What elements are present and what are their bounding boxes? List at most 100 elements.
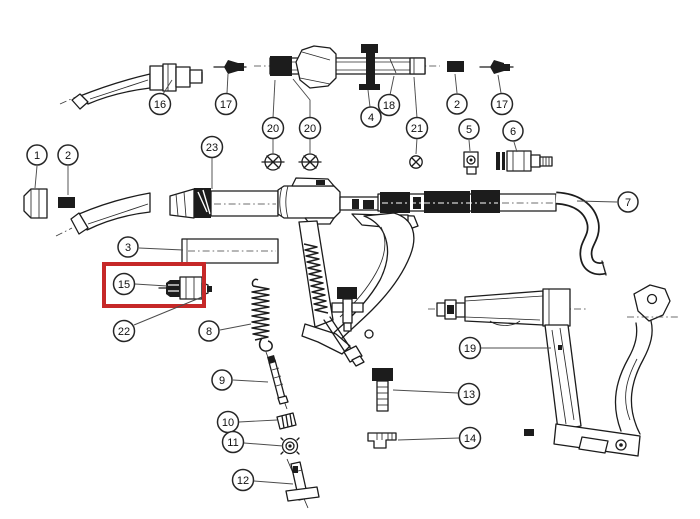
callout-number: 4 xyxy=(368,112,374,124)
callout-number: 11 xyxy=(227,437,238,449)
callout-circle[interactable] xyxy=(112,272,136,296)
callout-circle[interactable] xyxy=(221,430,245,454)
callout-circle[interactable] xyxy=(617,191,639,213)
callout-circle[interactable] xyxy=(214,92,238,116)
leader-line-11 xyxy=(243,442,284,447)
callout-17[interactable]: 17 xyxy=(490,92,514,116)
callout-circle[interactable] xyxy=(112,319,136,343)
callout-number: 18 xyxy=(383,100,395,112)
leader-line-9 xyxy=(232,379,269,383)
callout-number: 6 xyxy=(510,126,516,138)
part-brake-pad-left xyxy=(58,197,75,208)
callout-circle[interactable] xyxy=(490,92,514,116)
leader-line-18 xyxy=(389,75,395,96)
callout-number: 22 xyxy=(118,326,130,338)
leader-line-10 xyxy=(238,419,278,423)
callout-circle[interactable] xyxy=(457,382,481,406)
part-set-screw-left xyxy=(213,60,247,74)
callout-1[interactable]: 1 xyxy=(26,144,48,166)
callout-number: 13 xyxy=(463,389,475,401)
leader-line-21 xyxy=(415,137,418,155)
leader-line-7 xyxy=(576,200,618,203)
callout-circle[interactable] xyxy=(377,93,401,117)
callout-number: 7 xyxy=(625,197,631,209)
callout-circle[interactable] xyxy=(198,320,220,342)
part-tension-spring xyxy=(251,278,273,352)
callout-15[interactable]: 15 xyxy=(112,272,136,296)
callout-11[interactable]: 11 xyxy=(221,430,245,454)
callout-20[interactable]: 20 xyxy=(298,116,322,140)
callout-number: 5 xyxy=(466,124,472,136)
callout-22[interactable]: 22 xyxy=(112,319,136,343)
callout-2[interactable]: 2 xyxy=(446,93,468,115)
callout-circle[interactable] xyxy=(211,369,233,391)
callout-number: 3 xyxy=(125,242,131,254)
callout-circle[interactable] xyxy=(360,106,382,128)
callout-23[interactable]: 23 xyxy=(200,135,224,159)
callout-number: 20 xyxy=(304,123,316,135)
part-cable-conduit xyxy=(377,190,607,276)
callout-7[interactable]: 7 xyxy=(617,191,639,213)
leader-line-17 xyxy=(226,73,229,94)
callout-9[interactable]: 9 xyxy=(211,369,233,391)
callout-circle[interactable] xyxy=(298,116,322,140)
callout-circle[interactable] xyxy=(458,426,482,450)
callout-circle[interactable] xyxy=(148,92,172,116)
part-lock-nut xyxy=(280,437,300,455)
callout-20[interactable]: 20 xyxy=(261,116,285,140)
leader-line-8 xyxy=(219,323,252,331)
leader-line-5 xyxy=(468,139,471,152)
callout-circle[interactable] xyxy=(57,144,79,166)
callout-17[interactable]: 17 xyxy=(214,92,238,116)
callout-14[interactable]: 14 xyxy=(458,426,482,450)
part-pivot-pin xyxy=(265,351,289,410)
callout-number: 19 xyxy=(464,343,476,355)
callout-number: 2 xyxy=(65,150,71,162)
callout-number: 8 xyxy=(206,326,212,338)
callout-12[interactable]: 12 xyxy=(231,468,255,492)
callout-circle[interactable] xyxy=(26,144,48,166)
leader-line-1 xyxy=(34,165,38,189)
part-contact-tip-nozzle xyxy=(59,63,203,110)
callout-circle[interactable] xyxy=(261,116,285,140)
leader-line-6 xyxy=(513,141,518,153)
part-retainer-clip xyxy=(367,432,397,449)
leader-line-16 xyxy=(162,79,173,95)
callout-18[interactable]: 18 xyxy=(377,93,401,117)
callout-4[interactable]: 4 xyxy=(360,106,382,128)
leader-line-14 xyxy=(397,437,460,441)
part-clamp-bolt xyxy=(359,44,380,90)
leader-line-2 xyxy=(454,73,458,94)
callout-circle[interactable] xyxy=(458,118,480,140)
callout-circle[interactable] xyxy=(231,468,255,492)
callout-10[interactable]: 10 xyxy=(216,410,240,434)
callout-circle[interactable] xyxy=(446,93,468,115)
callout-circle[interactable] xyxy=(458,336,482,360)
leader-line-22 xyxy=(133,296,203,326)
callout-circle[interactable] xyxy=(502,120,524,142)
callout-6[interactable]: 6 xyxy=(502,120,524,142)
part-washer-21 xyxy=(409,155,423,169)
leader-line-12 xyxy=(253,480,294,485)
leader-line-3 xyxy=(138,247,184,251)
callout-21[interactable]: 21 xyxy=(405,116,429,140)
callout-5[interactable]: 5 xyxy=(458,118,480,140)
callout-circle[interactable] xyxy=(117,236,139,258)
callout-number: 15 xyxy=(118,279,130,291)
part-set-screw-right xyxy=(479,60,514,74)
part-hex-bolt xyxy=(372,368,393,412)
callout-13[interactable]: 13 xyxy=(457,382,481,406)
part-liner-tube xyxy=(181,238,279,264)
callout-number: 21 xyxy=(411,123,423,135)
callout-8[interactable]: 8 xyxy=(198,320,220,342)
callout-19[interactable]: 19 xyxy=(458,336,482,360)
callout-2[interactable]: 2 xyxy=(57,144,79,166)
callout-circle[interactable] xyxy=(405,116,429,140)
leader-line-21 xyxy=(413,76,418,119)
callout-3[interactable]: 3 xyxy=(117,236,139,258)
callout-circle[interactable] xyxy=(200,135,224,159)
callout-16[interactable]: 16 xyxy=(148,92,172,116)
callout-number: 16 xyxy=(154,99,166,111)
